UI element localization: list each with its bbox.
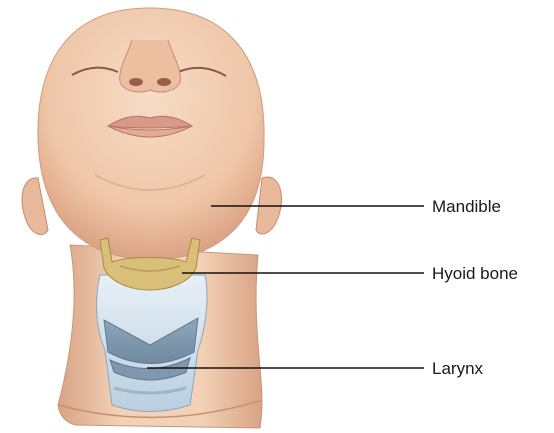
- larynx-label: Larynx: [432, 359, 484, 378]
- hyoid-bone-label: Hyoid bone: [432, 264, 518, 283]
- left-nostril: [129, 78, 143, 86]
- right-nostril: [157, 78, 171, 86]
- nose: [120, 40, 181, 92]
- mandible-label: Mandible: [432, 197, 501, 216]
- left-ear: [22, 178, 48, 235]
